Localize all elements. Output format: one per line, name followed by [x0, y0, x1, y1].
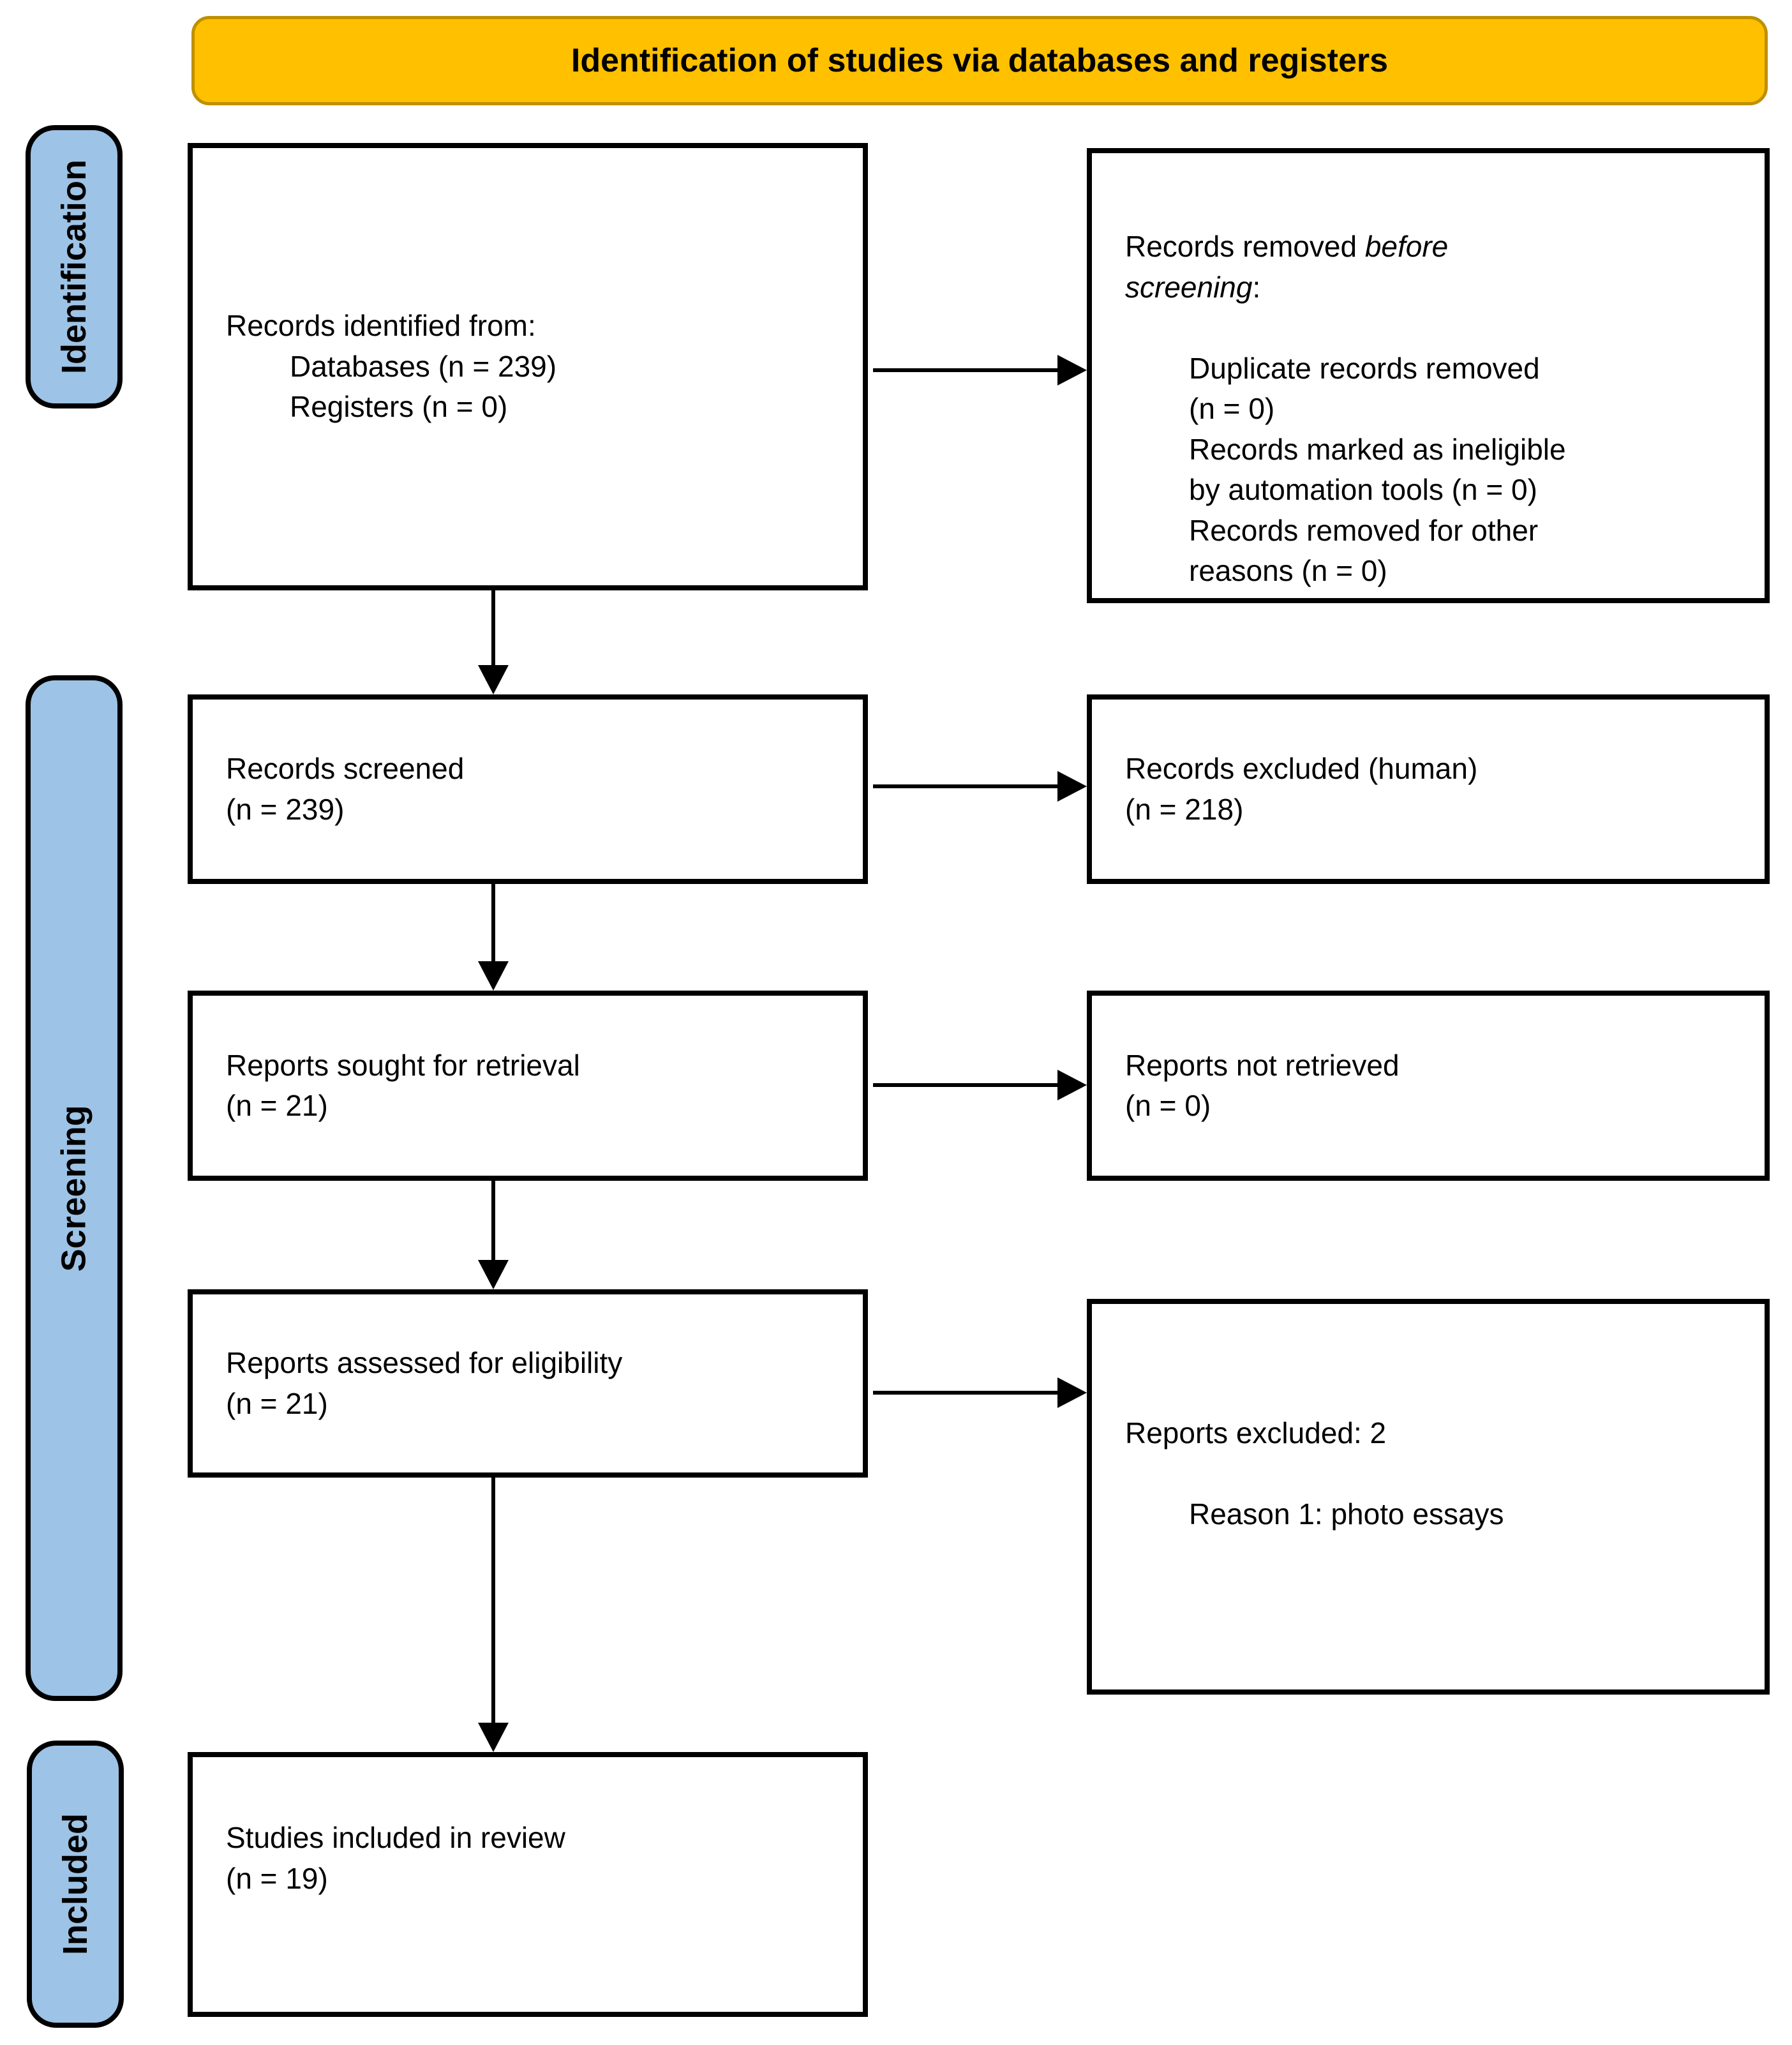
- box-records-removed: Records removed before screening: Duplic…: [1087, 148, 1770, 603]
- arrow-line-assessed-to-excluded: [873, 1391, 1060, 1395]
- records-identified-detail: Databases (n = 239) Registers (n = 0): [290, 349, 557, 424]
- box-reports-excluded: Reports excluded: 2 Reason 1: photo essa…: [1087, 1299, 1770, 1695]
- stage-included: Included: [27, 1741, 124, 2028]
- box-studies-included: Studies included in review (n = 19): [188, 1752, 868, 2017]
- arrow-line-screened-to-excluded: [873, 784, 1060, 788]
- records-removed-head: Records removed before screening:: [1125, 230, 1449, 304]
- stage-screening-label: Screening: [55, 1104, 93, 1272]
- title-text: Identification of studies via databases …: [571, 42, 1389, 79]
- reports-sought-text: Reports sought for retrieval (n = 21): [226, 1048, 580, 1122]
- arrow-line-sought-to-assessed: [491, 1181, 495, 1262]
- arrowhead-assessed-to-included: [478, 1723, 509, 1752]
- records-excluded-text: Records excluded (human) (n = 218): [1125, 752, 1478, 826]
- records-screened-text: Records screened (n = 239): [226, 752, 465, 826]
- reports-excluded-head: Reports excluded: 2: [1125, 1416, 1387, 1450]
- reports-assessed-text: Reports assessed for eligibility (n = 21…: [226, 1346, 623, 1420]
- stage-identification-label: Identification: [55, 160, 93, 374]
- stage-included-label: Included: [56, 1813, 95, 1956]
- records-removed-head-italic: before screening: [1125, 230, 1449, 304]
- stage-identification: Identification: [26, 125, 123, 408]
- box-records-screened: Records screened (n = 239): [188, 694, 868, 884]
- box-reports-sought: Reports sought for retrieval (n = 21): [188, 991, 868, 1181]
- arrowhead-screened-to-excluded: [1057, 771, 1087, 802]
- arrowhead-sought-to-notretrieved: [1057, 1070, 1087, 1100]
- arrow-line-identified-to-removed: [873, 368, 1060, 372]
- reports-excluded-detail: Reason 1: photo essays: [1189, 1497, 1504, 1531]
- arrowhead-identified-to-screened: [478, 665, 509, 694]
- arrow-line-sought-to-notretrieved: [873, 1083, 1060, 1087]
- arrowhead-identified-to-removed: [1057, 355, 1087, 386]
- box-reports-assessed: Reports assessed for eligibility (n = 21…: [188, 1289, 868, 1478]
- title-banner: Identification of studies via databases …: [191, 16, 1768, 105]
- arrowhead-screened-to-sought: [478, 961, 509, 991]
- stage-screening: Screening: [26, 675, 123, 1701]
- arrow-line-screened-to-sought: [491, 884, 495, 964]
- arrow-line-assessed-to-included: [491, 1478, 495, 1725]
- arrow-line-identified-to-screened: [491, 590, 495, 668]
- studies-included-text: Studies included in review (n = 19): [226, 1821, 565, 1895]
- records-identified-head: Records identified from:: [226, 309, 536, 343]
- box-reports-not-retrieved: Reports not retrieved (n = 0): [1087, 991, 1770, 1181]
- box-records-identified: Records identified from: Databases (n = …: [188, 143, 868, 590]
- arrowhead-assessed-to-excluded: [1057, 1377, 1087, 1408]
- records-removed-detail: Duplicate records removed (n = 0) Record…: [1189, 351, 1566, 588]
- arrowhead-sought-to-assessed: [478, 1260, 509, 1289]
- reports-not-retrieved-text: Reports not retrieved (n = 0): [1125, 1048, 1400, 1122]
- box-records-excluded: Records excluded (human) (n = 218): [1087, 694, 1770, 884]
